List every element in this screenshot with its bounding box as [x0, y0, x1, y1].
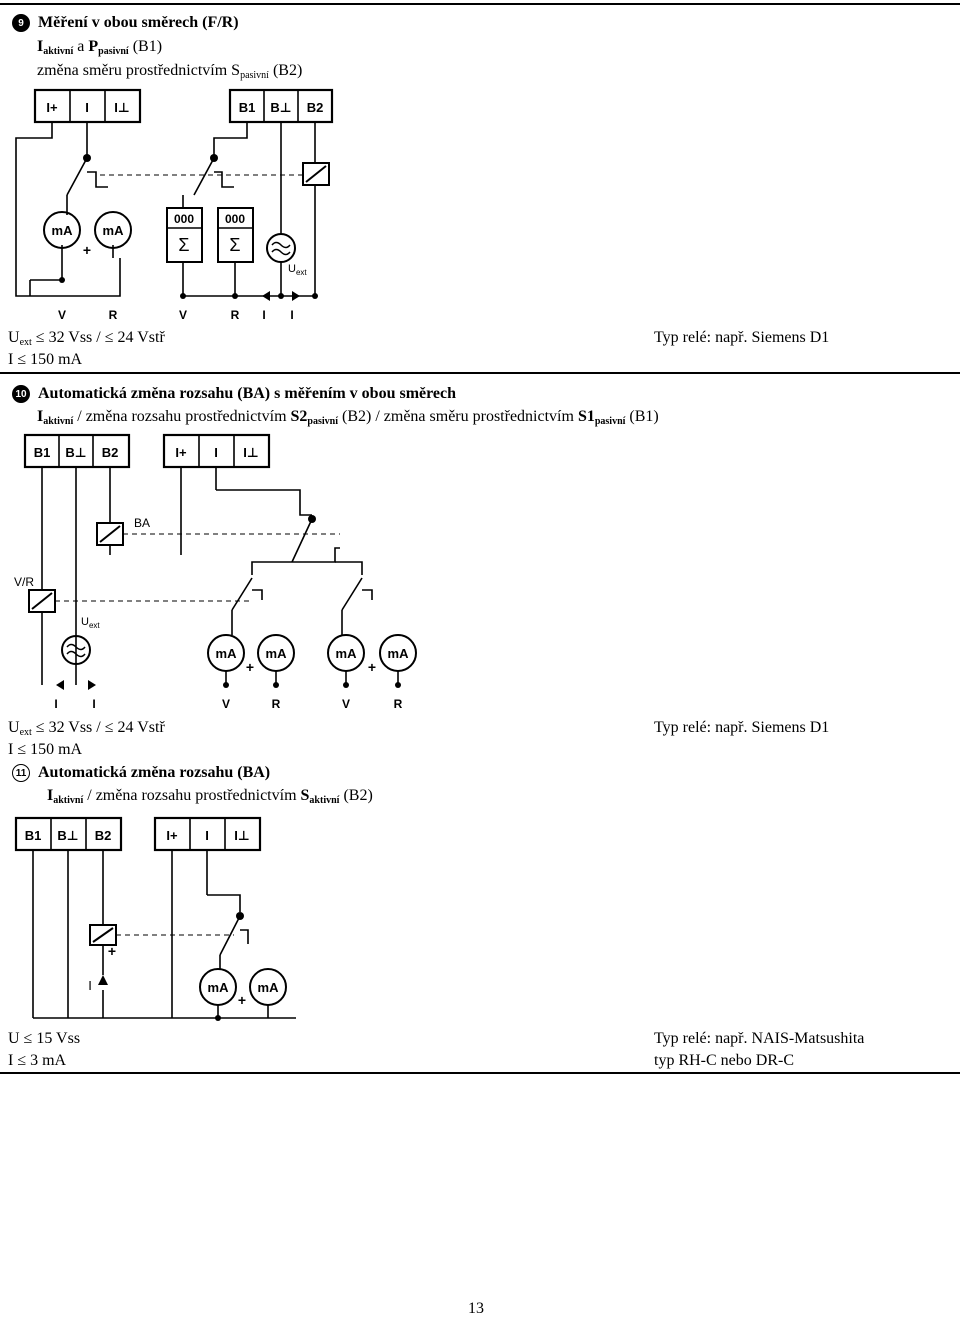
- section-9-line3: změna směru prostřednictvím Spasivní (B2…: [37, 62, 303, 81]
- d10-bottom-i1: I: [54, 697, 57, 711]
- section-11-line2: Iaktivní / změna rozsahu prostřednictvím…: [47, 787, 373, 806]
- wiring-diagram-11: B1 B⊥ B2 I+ I I⊥ + I mA mA +: [14, 816, 296, 1021]
- d11-plus-meter: +: [238, 992, 246, 1008]
- section-9-relay-type: Typ relé: např. Siemens D1: [654, 329, 830, 346]
- d9-term-b1: B1: [239, 100, 256, 115]
- d9-bottom-i2: I: [290, 308, 293, 322]
- wiring-diagram-10: B1 B⊥ B2 I+ I I⊥ BA V/R Uext mA mA mA mA…: [14, 433, 417, 711]
- d9-counter-1-sigma: Σ: [178, 235, 189, 255]
- section-10-spec-voltage: Uext ≤ 32 Vss / ≤ 24 Vstř: [8, 719, 165, 738]
- section-11-rule: [0, 1072, 960, 1074]
- d9-meter-2-label: mA: [103, 223, 125, 238]
- section-10-spec-current: I ≤ 150 mA: [8, 741, 83, 758]
- d11-term-i-plus: I+: [166, 828, 178, 843]
- d9-bottom-v2: V: [179, 308, 187, 322]
- section-9-rule: [0, 372, 960, 374]
- d9-term-i-ground: I⊥: [114, 100, 130, 115]
- d11-term-i: I: [205, 828, 209, 843]
- section-9-spec-voltage: Uext ≤ 32 Vss / ≤ 24 Vstř: [8, 329, 165, 348]
- d10-bottom-r2: R: [394, 697, 403, 711]
- d10-uext-label: Uext: [81, 616, 100, 630]
- section-11-number: 11: [12, 764, 30, 783]
- section-11-spec-current: I ≤ 3 mA: [8, 1052, 67, 1069]
- d9-bottom-r2: R: [231, 308, 240, 322]
- d11-term-b1: B1: [25, 828, 42, 843]
- d9-term-i: I: [85, 100, 89, 115]
- d10-vr-label: V/R: [14, 575, 34, 589]
- d9-bottom-r1: R: [109, 308, 118, 322]
- d10-meter-1-label: mA: [216, 646, 238, 661]
- d9-bottom-v1: V: [58, 308, 66, 322]
- wiring-diagram-9: I+ I I⊥ B1 B⊥ B2 mA mA + 000 000 Σ Σ Uex…: [15, 88, 334, 322]
- d10-term-i-ground: I⊥: [243, 445, 259, 460]
- d10-term-b1: B1: [34, 445, 51, 460]
- section-11-relay-type: Typ relé: např. NAIS-Matsushita: [654, 1030, 865, 1047]
- d11-term-i-ground: I⊥: [234, 828, 250, 843]
- section-9-line2: Iaktivní a Ppasivní (B1): [37, 38, 163, 57]
- section-9-spec-current: I ≤ 150 mA: [8, 351, 83, 368]
- d11-meter-2-label: mA: [258, 980, 280, 995]
- d10-bottom-v2: V: [342, 697, 350, 711]
- d10-term-i-plus: I+: [175, 445, 187, 460]
- d11-term-b-ground: B⊥: [57, 828, 78, 843]
- section-11-spec-voltage: U ≤ 15 Vss: [8, 1030, 81, 1047]
- d10-bottom-v1: V: [222, 697, 230, 711]
- d11-term-b2: B2: [95, 828, 112, 843]
- d10-term-b-ground: B⊥: [65, 445, 86, 460]
- d10-plus-1: +: [246, 659, 254, 675]
- d10-term-i: I: [214, 445, 218, 460]
- page-number: 13: [468, 1300, 484, 1317]
- section-11-relay-model: typ RH-C nebo DR-C: [654, 1052, 794, 1069]
- section-10-relay-type: Typ relé: např. Siemens D1: [654, 719, 830, 736]
- d9-term-b-ground: B⊥: [270, 100, 291, 115]
- d10-bottom-r1: R: [272, 697, 281, 711]
- d10-meter-3-label: mA: [336, 646, 358, 661]
- d11-i-label: I: [88, 978, 92, 993]
- d10-meter-4-label: mA: [388, 646, 410, 661]
- d11-meter-1-label: mA: [208, 980, 230, 995]
- d10-ba-label: BA: [134, 516, 150, 530]
- d9-counter-1-display: 000: [174, 212, 194, 226]
- d9-term-b2: B2: [307, 100, 324, 115]
- d9-uext-label: Uext: [288, 263, 307, 277]
- section-9-number: 9: [12, 14, 30, 33]
- d9-term-i-plus: I+: [46, 100, 58, 115]
- section-10-number: 10: [12, 385, 30, 404]
- section-10-line2: Iaktivní / změna rozsahu prostřednictvím…: [37, 408, 659, 427]
- d9-counter-2-sigma: Σ: [229, 235, 240, 255]
- d10-bottom-i2: I: [92, 697, 95, 711]
- d10-plus-2: +: [368, 659, 376, 675]
- d9-plus-label: +: [83, 242, 91, 258]
- d10-term-b2: B2: [102, 445, 119, 460]
- d9-meter-1-label: mA: [52, 223, 74, 238]
- d9-counter-2-display: 000: [225, 212, 245, 226]
- top-rule: [0, 3, 960, 5]
- d10-meter-2-label: mA: [266, 646, 288, 661]
- d11-plus-relay: +: [108, 943, 116, 959]
- d9-bottom-i1: I: [262, 308, 265, 322]
